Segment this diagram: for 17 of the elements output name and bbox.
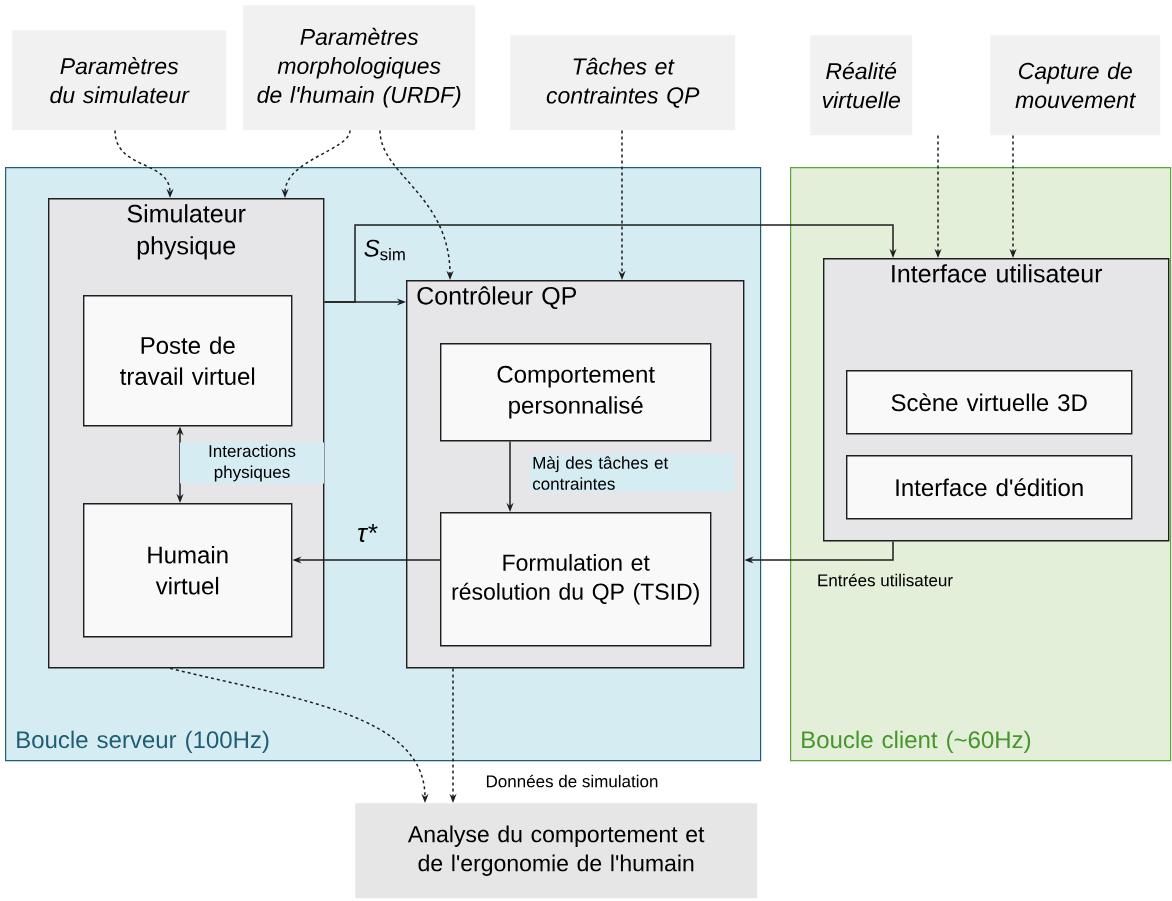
process-box: Formulation et résolution du QP (TSID)	[440, 512, 712, 647]
input-box: Réalité virtuelle	[810, 35, 913, 136]
process-box: Poste de travail virtuel	[83, 295, 293, 427]
process-box: Comportement personnalisé	[440, 343, 712, 442]
process-box: Scène virtuelle 3D	[846, 370, 1133, 435]
arrow	[323, 224, 897, 303]
process-box: Interface d'édition	[846, 455, 1133, 520]
edge-label: Données de simulation	[483, 772, 661, 790]
input-box: Capture de mouvement	[990, 35, 1161, 136]
edge-label: Màj des tâches et contraintes	[530, 454, 735, 492]
output-box: Analyse du comportement et de l'ergonomie de l'humain	[355, 803, 758, 899]
input-box: Paramètres du simulateur	[12, 30, 227, 131]
input-box: Paramètres morphologiques de l'humain (URDF)	[243, 5, 476, 131]
edge-label: τ*	[355, 521, 379, 545]
process-box: Humain virtuel	[83, 503, 293, 638]
edge-label: Interactions physiques	[180, 442, 324, 484]
input-box: Tâches et contraintes QP	[510, 35, 736, 131]
